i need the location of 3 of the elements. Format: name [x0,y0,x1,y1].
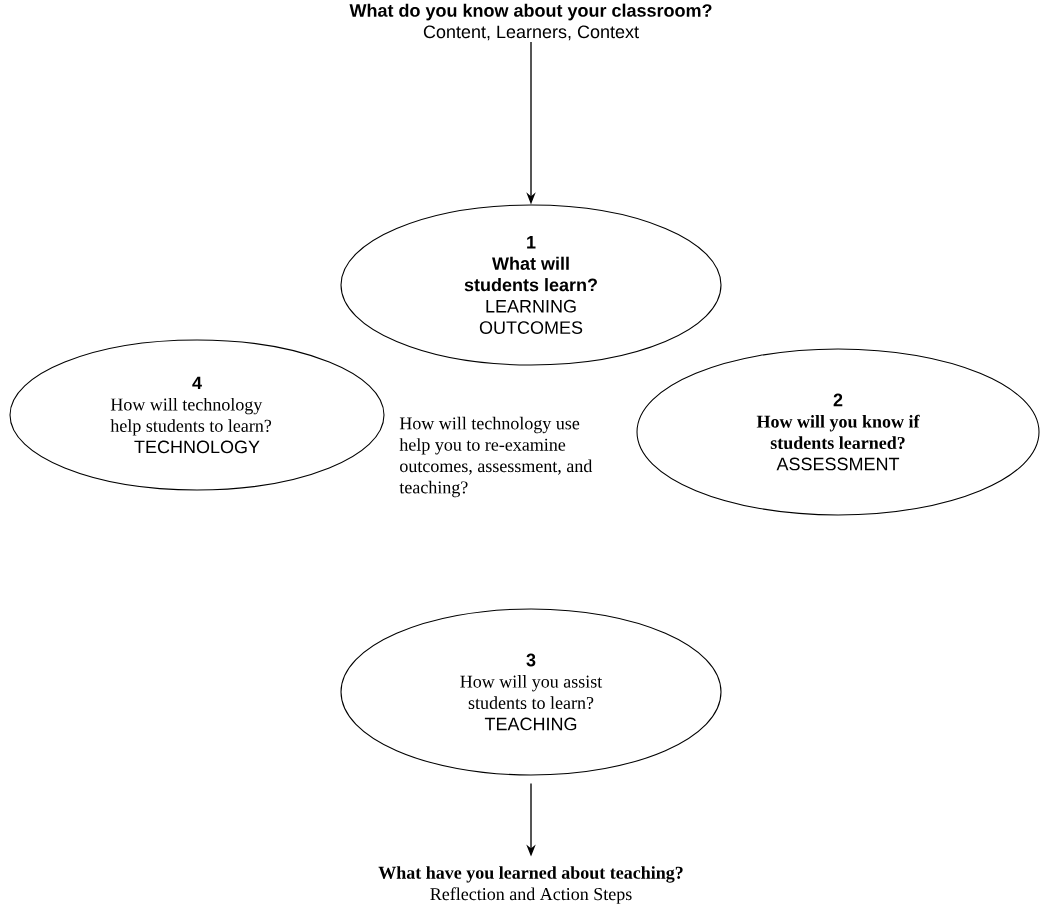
note-text: How will technology use help you to re-examine outcomes, assessment, and teaching? [399,416,593,498]
heading-text: What do you know about your classroom? Content, Learners, Context [349,3,712,41]
conclusion-text: What have you learned about teaching? Reflection and Action Steps [378,866,683,904]
